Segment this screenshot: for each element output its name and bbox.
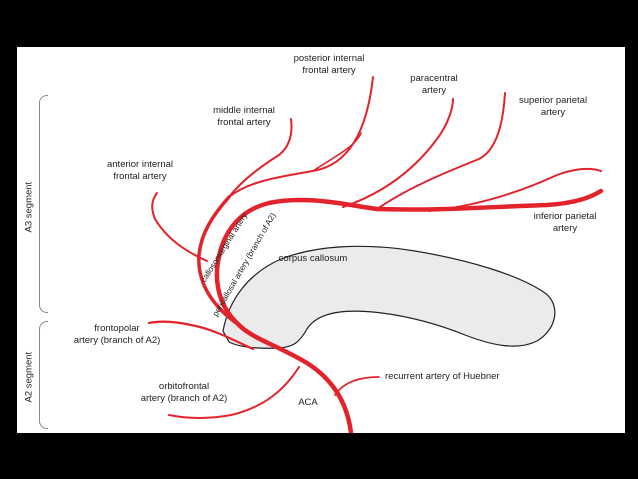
orbitofrontal-artery	[168, 366, 300, 419]
recurrent-artery-huebner	[334, 376, 380, 396]
middle-internal-frontal-label: middle internal frontal artery	[213, 105, 275, 128]
posterior-internal-frontal-label: posterior internal frontal artery	[293, 53, 365, 76]
paracentral-label: paracentral artery	[410, 73, 458, 96]
a2-bracket	[39, 321, 48, 429]
inferior-parietal-artery	[428, 167, 602, 212]
aca-label: ACA	[298, 397, 318, 408]
inferior-parietal-label: inferior parietal artery	[533, 211, 597, 234]
orbitofrontal-label: orbitofrontal artery (branch of A2)	[140, 381, 228, 404]
anterior-internal-frontal-artery	[151, 192, 208, 262]
middle-internal-frontal-artery	[228, 118, 293, 198]
corpus-callosum-shape	[222, 245, 556, 349]
a2-segment-label: A2 segment	[23, 351, 35, 403]
slide-panel: callosomarginal artery pericallosal arte…	[17, 47, 625, 433]
a3-bracket	[39, 95, 48, 313]
frontopolar-label: frontopolar artery (branch of A2)	[73, 323, 161, 346]
aca-trunk	[214, 188, 604, 433]
corpus-callosum-label: corpus callosum	[278, 253, 348, 264]
a3-segment-label: A3 segment	[23, 181, 35, 233]
paracentral-artery	[342, 98, 454, 208]
callosomarginal-artery	[197, 195, 241, 327]
frontopolar-artery	[147, 320, 255, 351]
aca-diagram: callosomarginal artery pericallosal arte…	[147, 76, 604, 433]
recurrent-huebner-label: recurrent artery of Huebner	[385, 371, 500, 382]
posterior-internal-frontal-artery	[228, 76, 374, 198]
superior-parietal-artery	[376, 92, 506, 210]
anterior-internal-frontal-label: anterior internal frontal artery	[106, 159, 173, 182]
superior-parietal-label: superior parietal artery	[518, 95, 588, 118]
